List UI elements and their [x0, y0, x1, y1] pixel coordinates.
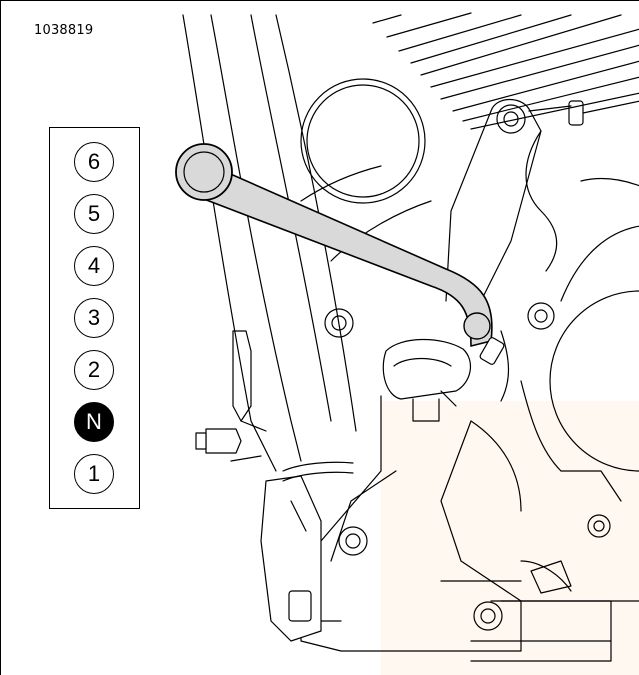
lower-reservoir — [260, 461, 354, 642]
engine-bolts — [324, 302, 611, 631]
gear-3-label: 3 — [87, 305, 101, 330]
gear-5-label: 5 — [87, 201, 101, 226]
lower-lever — [470, 560, 612, 662]
gear-neutral-label: N — [86, 409, 102, 434]
gear-position-legend: 6 5 4 3 2 N 1 — [49, 127, 140, 509]
figure-id-label: 1038819 — [34, 23, 94, 38]
watermark — [381, 401, 639, 675]
cylinder-fins — [372, 12, 639, 130]
gear-neutral-circle: N — [74, 402, 114, 442]
gear-4-circle: 4 — [74, 246, 114, 286]
shift-peg — [382, 338, 472, 422]
round-cover — [300, 78, 426, 204]
gear-2-circle: 2 — [74, 350, 114, 390]
engine-case — [300, 130, 639, 642]
shift-lever — [175, 143, 505, 365]
gear-5-circle: 5 — [74, 194, 114, 234]
gear-6-label: 6 — [87, 149, 101, 174]
gear-1-label: 1 — [87, 461, 101, 486]
gear-3-circle: 3 — [74, 298, 114, 338]
gear-6-circle: 6 — [74, 142, 114, 182]
side-bracket — [195, 330, 267, 462]
gear-1-circle: 1 — [74, 454, 114, 494]
gear-4-label: 4 — [87, 253, 101, 278]
gear-2-label: 2 — [87, 357, 101, 382]
